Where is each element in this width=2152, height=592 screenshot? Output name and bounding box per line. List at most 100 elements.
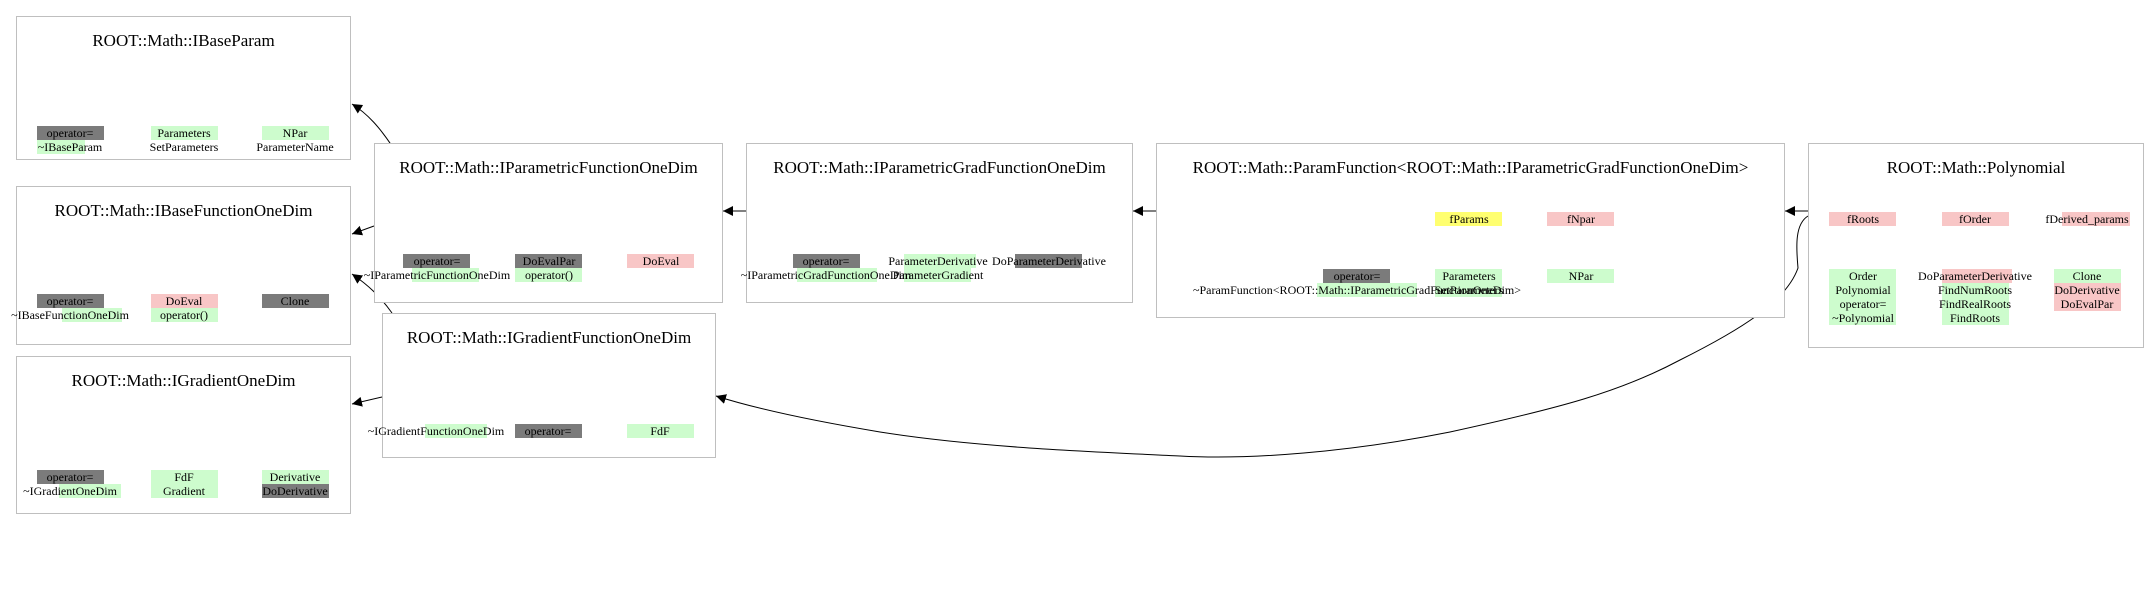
member-label: ParameterName (256, 140, 334, 154)
member-label: Clone (2072, 269, 2102, 283)
class-polynomial[interactable]: ROOT::Math::Polynomial fRoots fOrder fDe… (1808, 143, 2144, 348)
class-ibasefunctiononedim[interactable]: ROOT::Math::IBaseFunctionOneDim operator… (11, 186, 351, 345)
class-igradientfunctiononedim[interactable]: ROOT::Math::IGradientFunctionOneDim ~IGr… (368, 313, 716, 458)
member-highlight (1435, 283, 1502, 297)
member-label: ~IBaseFunctionOneDim (11, 308, 129, 322)
class-iparametricfunctiononedim[interactable]: ROOT::Math::IParametricFunctionOneDim op… (364, 143, 723, 303)
member-label: FindRealRoots (1938, 297, 2012, 311)
member-highlight (1942, 311, 2009, 325)
member-highlight (1942, 283, 2009, 297)
member-label: ~IParametricGradFunctionOneDim (740, 268, 912, 282)
class-paramfunction[interactable]: ROOT::Math::ParamFunction<ROOT::Math::IP… (1156, 143, 1785, 318)
member-highlight (904, 254, 976, 268)
member-highlight (1942, 297, 2009, 311)
member-highlight (37, 294, 104, 308)
class-title: ROOT::Math::IBaseParam (92, 31, 275, 50)
class-title: ROOT::Math::IBaseFunctionOneDim (54, 201, 313, 220)
member-label: FindNumRoots (1937, 283, 2013, 297)
class-title: ROOT::Math::ParamFunction<ROOT::Math::IP… (1192, 158, 1749, 177)
member-label: fParams (1449, 212, 1489, 226)
member-highlight (412, 268, 479, 282)
member-label: SetParameters (1434, 283, 1504, 297)
member-highlight (425, 424, 487, 438)
class-title: ROOT::Math::Polynomial (1886, 158, 2066, 177)
member-highlight (37, 470, 104, 484)
member-highlight (1547, 269, 1614, 283)
member-highlight (2062, 212, 2130, 226)
member-highlight (2054, 297, 2121, 311)
edge-iparametricfunctiononedim-to-ibaseparam (351, 103, 393, 147)
member-highlight (403, 254, 470, 268)
member-label: Derivative (269, 470, 321, 484)
member-highlight (1435, 212, 1502, 226)
member-label: DoDerivative (262, 484, 328, 498)
member-highlight (62, 308, 122, 322)
member-highlight (262, 470, 329, 484)
member-label: FindRoots (1949, 311, 2001, 325)
member-label: DoDerivative (2054, 283, 2120, 297)
member-highlight (515, 424, 582, 438)
member-label: ~IBaseParam (37, 140, 103, 154)
member-highlight (151, 294, 218, 308)
member-highlight (1435, 269, 1502, 283)
member-label: FdF (174, 470, 194, 484)
member-label: NPar (1568, 269, 1594, 283)
member-highlight (1323, 269, 1390, 283)
member-highlight (515, 254, 582, 268)
class-igradientonedim[interactable]: ROOT::Math::IGradientOneDim operator= ~I… (16, 356, 351, 514)
member-highlight (515, 268, 582, 282)
member-label: DoEvalPar (522, 254, 576, 268)
class-ibaseparam[interactable]: ROOT::Math::IBaseParam operator= ~IBaseP… (16, 16, 351, 160)
member-label: ~IGradientOneDim (23, 484, 117, 498)
edge-iparametricfunctiononedim-to-ibasefunctiononedim (351, 225, 375, 236)
member-highlight (1829, 283, 1896, 297)
member-highlight (151, 308, 218, 322)
member-highlight (151, 484, 218, 498)
member-label: operator= (802, 254, 850, 268)
member-label: ~Polynomial (1832, 311, 1894, 325)
member-highlight (1015, 254, 1082, 268)
member-label: Gradient (163, 484, 205, 498)
member-label: operator= (46, 470, 94, 484)
member-label: FdF (650, 424, 670, 438)
member-label: ParameterDerivative (888, 254, 988, 268)
member-label: operator() (525, 268, 573, 282)
class-title: ROOT::Math::IGradientFunctionOneDim (406, 328, 692, 347)
member-label: operator= (524, 424, 572, 438)
member-highlight (262, 484, 329, 498)
member-label: fOrder (1959, 212, 1991, 226)
member-highlight (59, 484, 121, 498)
member-highlight (1317, 283, 1417, 297)
member-label: fDerived_params (2045, 212, 2129, 226)
member-label: ~ParamFunction<ROOT::Math::IParametricGr… (1192, 283, 1522, 297)
member-highlight (1829, 269, 1896, 283)
member-label: DoEval (642, 254, 680, 268)
member-label: operator= (46, 126, 94, 140)
edge-igradientfunctiononedim-to-igradientonedim (351, 396, 383, 407)
member-highlight (1942, 212, 2009, 226)
member-label: ~IParametricFunctionOneDim (363, 268, 511, 282)
member-highlight (2054, 269, 2121, 283)
member-highlight (1942, 269, 2012, 283)
edge-igradientfunctiononedim-to-ibasefunctiononedim (351, 273, 393, 314)
member-highlight (627, 424, 694, 438)
member-label: Parameters (1442, 269, 1496, 283)
member-highlight (793, 254, 860, 268)
member-label: Polynomial (1835, 283, 1891, 297)
class-title: ROOT::Math::IGradientOneDim (71, 371, 296, 390)
member-label: operator= (1839, 297, 1887, 311)
member-highlight (151, 126, 218, 140)
member-highlight (1829, 297, 1896, 311)
member-label: SetParameters (149, 140, 219, 154)
member-label: DoEvalPar (2060, 297, 2114, 311)
member-highlight (797, 268, 877, 282)
member-label: fRoots (1846, 212, 1880, 226)
class-iparametricgradfunctiononedim[interactable]: ROOT::Math::IParametricGradFunctionOneDi… (741, 143, 1133, 303)
member-label: DoParameterDerivative (992, 254, 1106, 268)
member-highlight (37, 126, 104, 140)
member-highlight (627, 254, 694, 268)
member-highlight (904, 268, 971, 282)
member-label: Clone (280, 294, 310, 308)
member-highlight (1547, 212, 1614, 226)
member-label: operator= (413, 254, 461, 268)
